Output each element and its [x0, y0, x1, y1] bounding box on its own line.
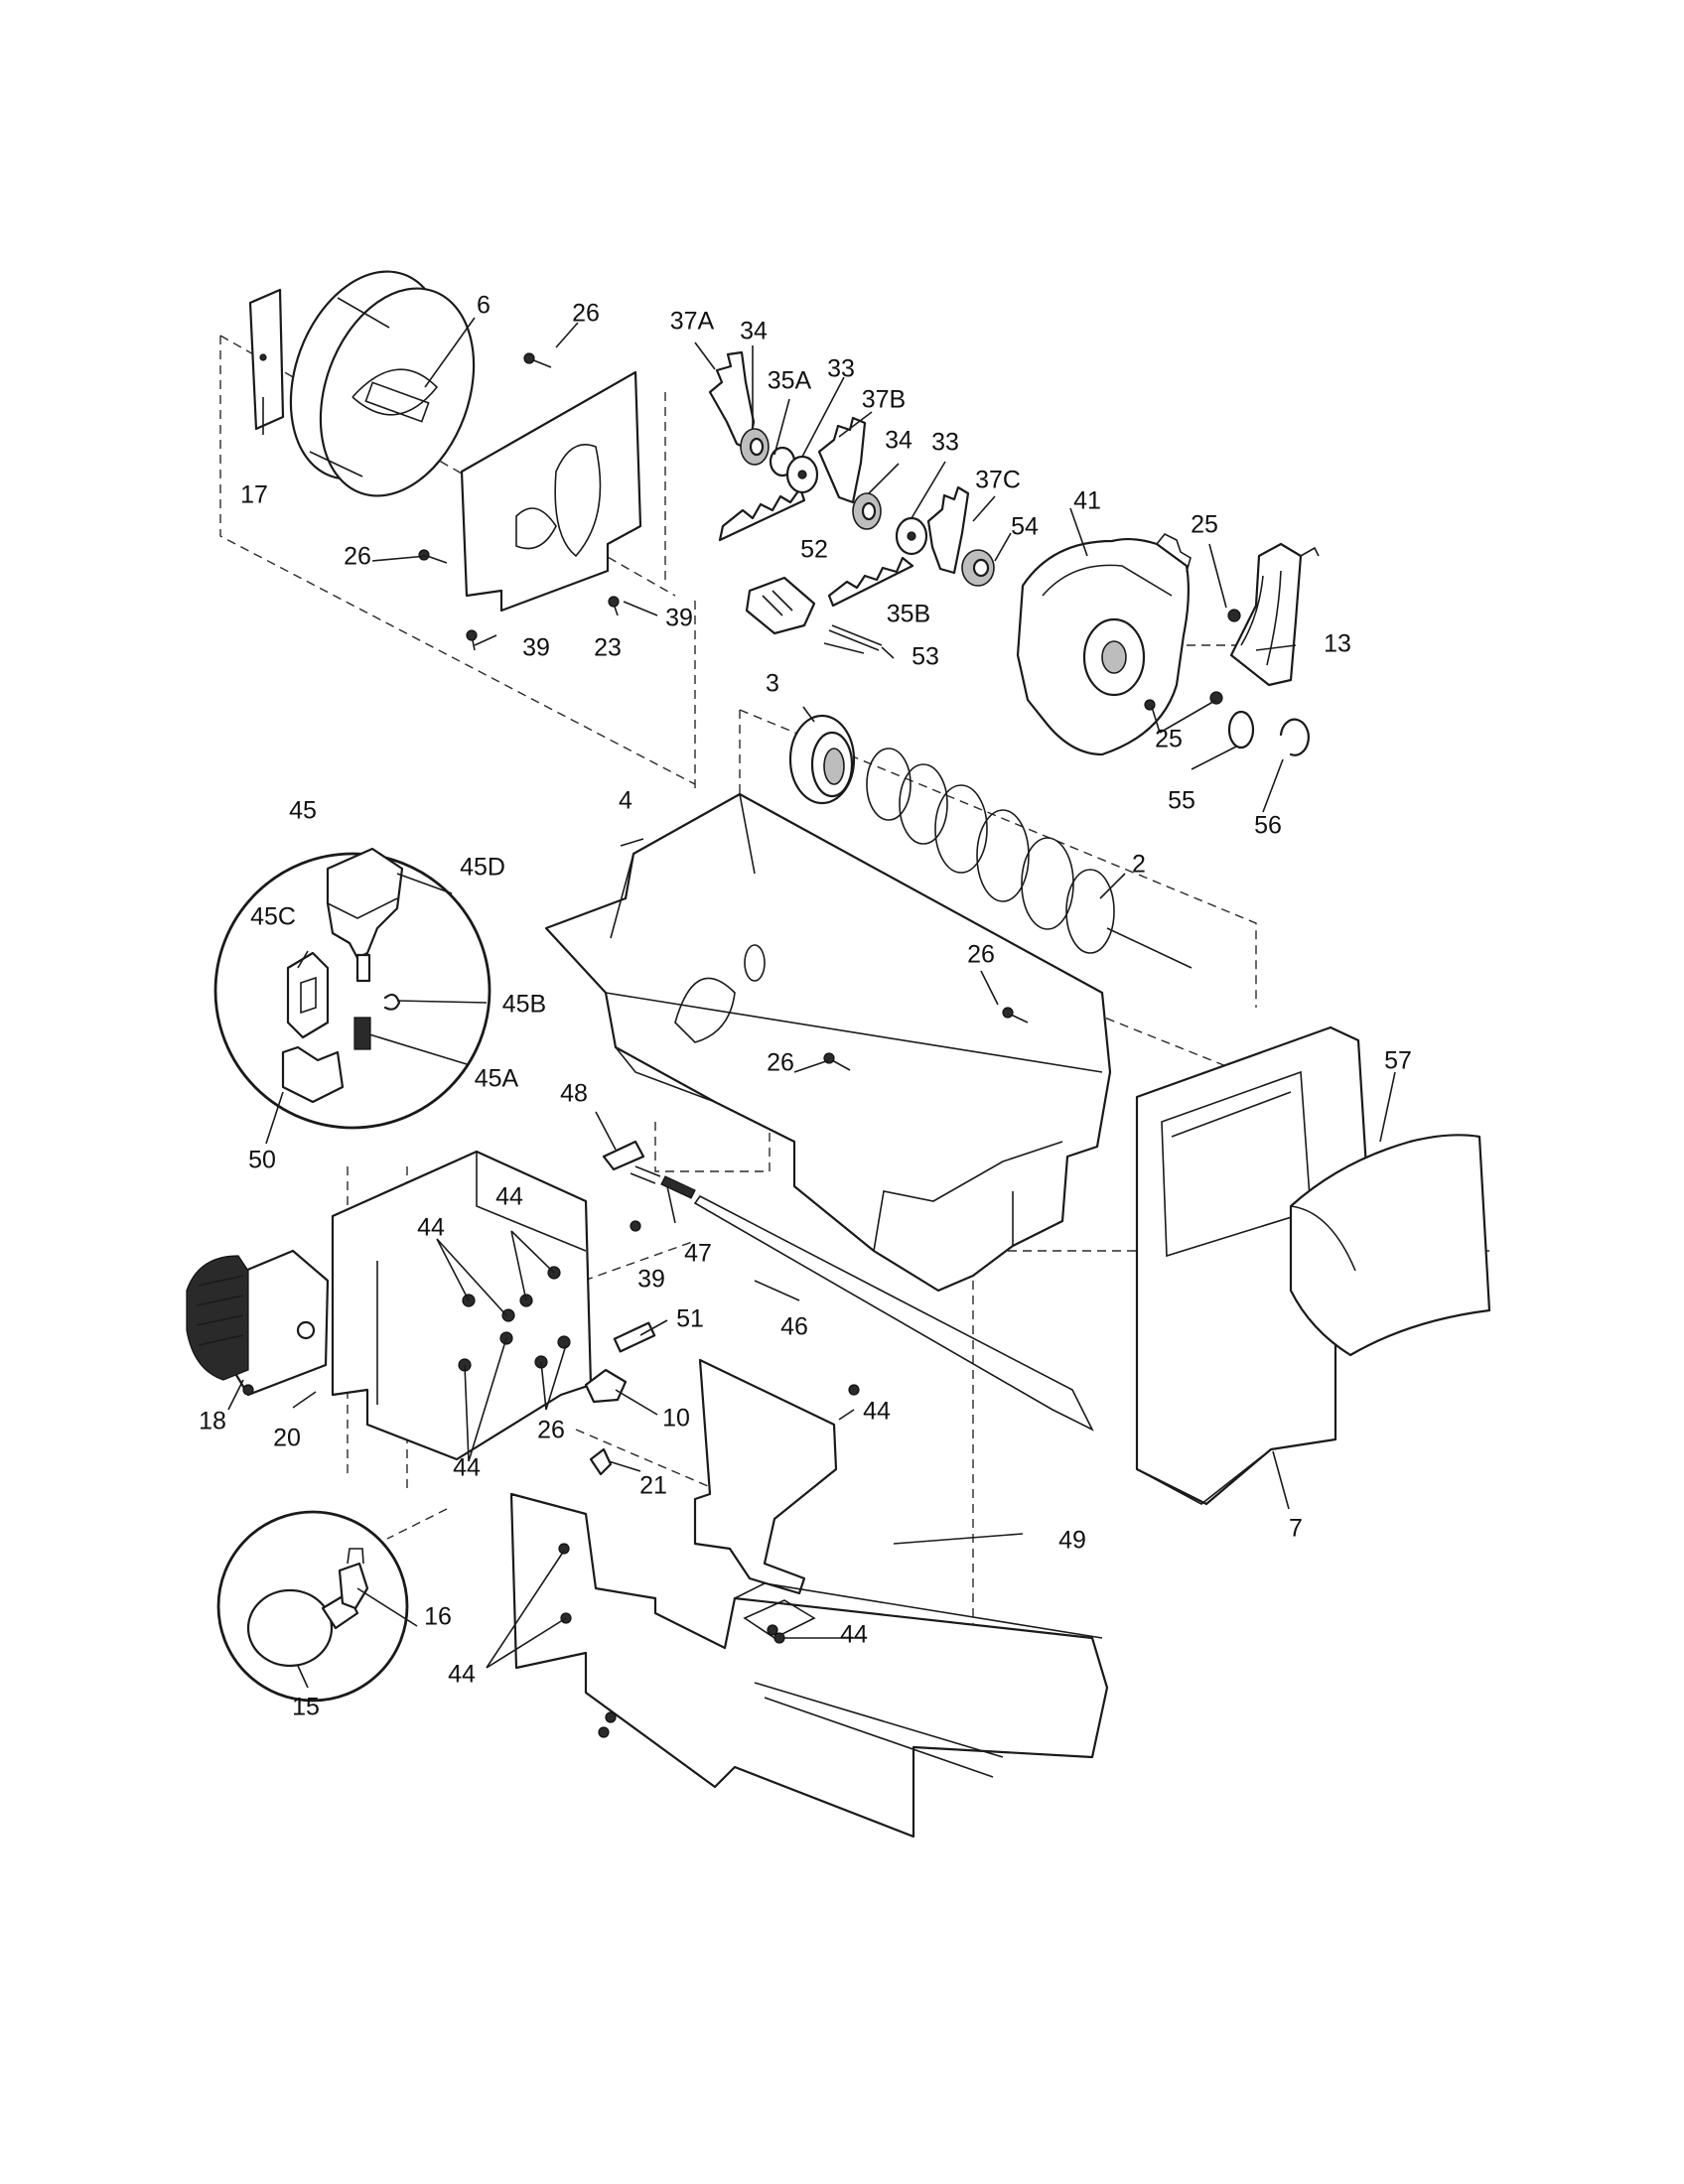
label-34-a: 34	[740, 318, 768, 345]
label-35b: 35B	[887, 601, 930, 628]
label-54: 54	[1011, 513, 1039, 541]
parts-48-47-46	[602, 1140, 1094, 1432]
label-45c: 45C	[250, 903, 296, 931]
label-37c: 37C	[975, 467, 1021, 494]
label-33-b: 33	[931, 429, 959, 457]
label-25-top: 25	[1191, 511, 1218, 539]
label-26-bucket-right: 26	[967, 941, 995, 969]
label-50: 50	[248, 1147, 276, 1174]
label-44-d: 44	[863, 1398, 891, 1426]
part-2-coil-spring	[866, 748, 1193, 969]
callout-labels: 6 26 17 26 23 39 39 37A 34 35A 33 37B 34…	[199, 292, 1412, 1721]
upper-screws	[418, 352, 620, 651]
part-13-cover	[1229, 542, 1320, 687]
label-44-c: 44	[453, 1454, 481, 1482]
label-45a: 45A	[475, 1065, 519, 1093]
label-26-left: 26	[344, 543, 371, 571]
label-18: 18	[199, 1408, 226, 1435]
label-17: 17	[240, 481, 268, 509]
label-21: 21	[639, 1472, 667, 1500]
label-45: 45	[289, 797, 317, 825]
label-44-a: 44	[417, 1214, 445, 1242]
label-57: 57	[1384, 1047, 1412, 1075]
label-2: 2	[1132, 851, 1146, 879]
label-35a: 35A	[768, 367, 812, 395]
label-26-housing: 26	[537, 1417, 565, 1444]
label-37a: 37A	[670, 308, 715, 336]
label-41: 41	[1073, 487, 1101, 515]
part-49-bracket	[509, 1358, 1109, 1839]
label-47: 47	[684, 1240, 712, 1268]
label-49: 49	[1058, 1527, 1086, 1555]
label-45b: 45B	[502, 991, 546, 1019]
label-51: 51	[676, 1305, 704, 1333]
parts-51-10-21	[584, 1321, 656, 1476]
label-7: 7	[1289, 1515, 1303, 1543]
label-44-e: 44	[840, 1621, 868, 1649]
part-18-motor	[186, 1249, 330, 1397]
label-10: 10	[662, 1405, 690, 1433]
label-45d: 45D	[460, 854, 505, 882]
label-16: 16	[424, 1603, 452, 1631]
part-20-motor-housing	[331, 1150, 593, 1461]
ratchet-gears	[708, 350, 995, 608]
label-44-b: 44	[495, 1183, 523, 1211]
label-23: 23	[594, 634, 622, 662]
label-46: 46	[780, 1313, 808, 1341]
part-3-flange	[788, 714, 856, 805]
label-44-f: 44	[448, 1661, 476, 1689]
label-34-b: 34	[885, 427, 912, 455]
label-13: 13	[1324, 630, 1351, 658]
part-6-auger-drum	[289, 270, 476, 497]
label-20: 20	[273, 1425, 301, 1452]
part-17-plate	[248, 288, 285, 431]
label-15: 15	[292, 1694, 320, 1721]
lamp-inset-circle	[216, 1510, 409, 1703]
label-3: 3	[766, 670, 779, 698]
label-39-c: 39	[637, 1266, 665, 1294]
label-39-a: 39	[522, 634, 550, 662]
label-6: 6	[477, 292, 491, 320]
label-26-top: 26	[572, 300, 600, 328]
label-48: 48	[560, 1080, 588, 1108]
part-52-block	[745, 576, 883, 651]
label-52: 52	[800, 536, 828, 564]
label-39-b: 39	[665, 605, 693, 632]
label-25-bottom: 25	[1155, 726, 1183, 753]
part-41-housing	[1016, 532, 1192, 756]
label-37b: 37B	[862, 386, 906, 414]
part-4-ice-bucket	[544, 792, 1112, 1293]
label-56: 56	[1254, 812, 1282, 840]
leader-lines	[227, 317, 1396, 1689]
part-7-front-panel	[1135, 1025, 1491, 1506]
part-23-bracket	[460, 370, 642, 613]
label-55: 55	[1168, 787, 1195, 815]
label-4: 4	[619, 787, 632, 815]
lower-screws-44	[605, 1384, 860, 1723]
label-26-bucket-left: 26	[767, 1049, 794, 1077]
part-45-inset-circle	[213, 847, 491, 1130]
label-53: 53	[912, 643, 939, 671]
label-33-a: 33	[827, 355, 855, 383]
